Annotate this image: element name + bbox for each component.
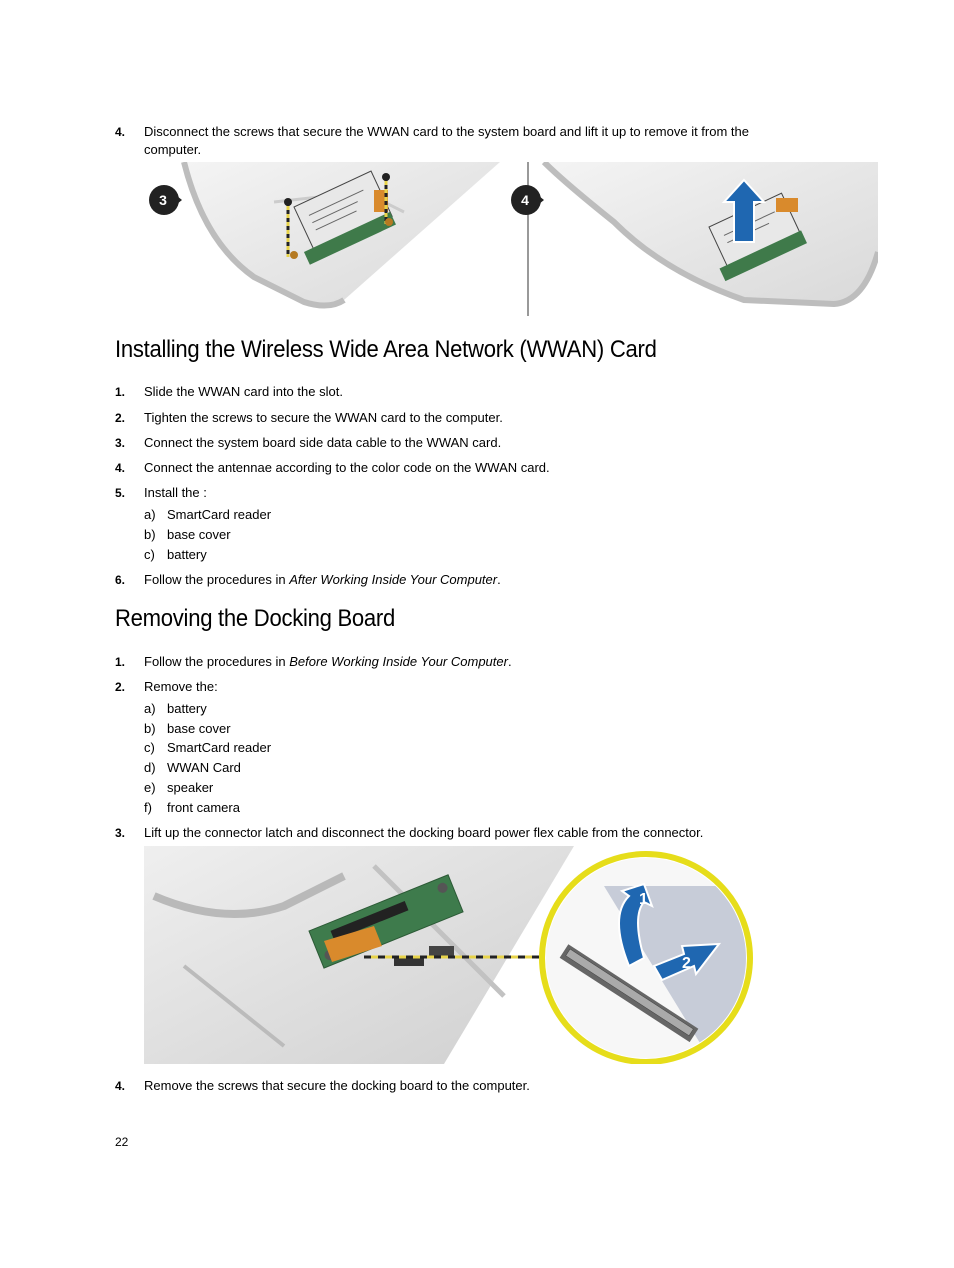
figure-panel-left [181, 162, 500, 309]
step-number: 4. [115, 125, 126, 139]
badge-label: 4 [521, 192, 529, 208]
arrow-label-1: 1 [639, 891, 648, 908]
zoom-callout: 1 2 [539, 851, 753, 1064]
section-heading-install: Installing the Wireless Wide Area Networ… [115, 336, 657, 363]
step-badge-3: 3 [149, 185, 182, 215]
figure-docking-board: 1 2 [144, 846, 753, 1064]
figure-wwan-removal: 3 4 [149, 162, 878, 316]
figure-panel-right [541, 162, 878, 308]
step-badge-4: 4 [511, 185, 544, 215]
badge-label: 3 [159, 192, 167, 208]
slide-arrow-icon [652, 942, 722, 982]
cross-reference: Before Working Inside Your Computer [289, 654, 508, 669]
arrow-label-2: 2 [682, 955, 691, 972]
lift-arrow-icon [618, 882, 654, 968]
page-number: 22 [115, 1135, 129, 1149]
figure-board-photo [144, 846, 574, 1064]
section-heading-remove: Removing the Docking Board [115, 605, 396, 632]
lift-arrow-icon [721, 178, 767, 243]
cross-reference: After Working Inside Your Computer [289, 572, 498, 587]
step-text: Disconnect the screws that secure the WW… [144, 124, 749, 157]
